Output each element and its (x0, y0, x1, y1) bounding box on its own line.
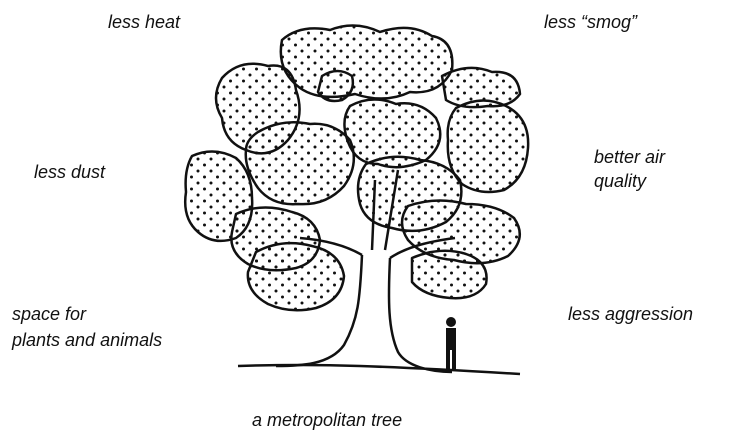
label-less-heat: less heat (108, 10, 180, 34)
label-less-aggression: less aggression (568, 302, 693, 326)
label-better-air-quality: better air quality (594, 145, 665, 193)
caption-metropolitan-tree: a metropolitan tree (252, 408, 402, 432)
label-line: space for (12, 301, 162, 327)
tree-crown (185, 25, 528, 310)
person-silhouette-icon (446, 317, 456, 370)
label-less-dust: less dust (34, 160, 105, 184)
label-line: plants and animals (12, 327, 162, 353)
label-line: better air (594, 145, 665, 169)
label-less-smog: less “smog” (544, 10, 637, 34)
label-line: quality (594, 169, 665, 193)
label-space-for-plants: space for plants and animals (12, 301, 162, 353)
